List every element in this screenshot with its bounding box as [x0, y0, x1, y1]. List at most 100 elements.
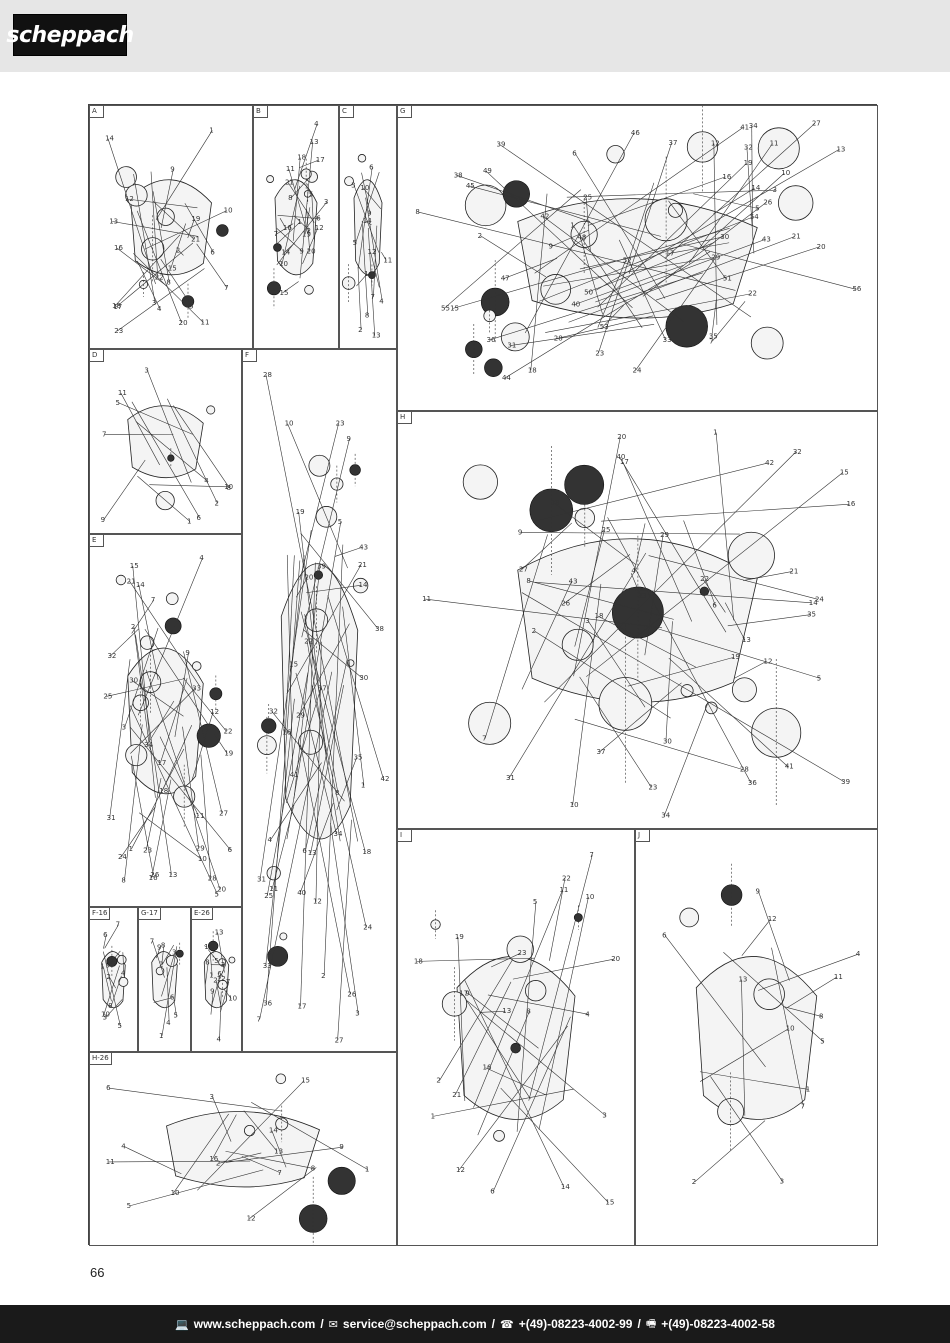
part-callout: 7: [102, 430, 106, 438]
part-callout: 6: [217, 970, 222, 978]
part-callout: 4: [217, 1036, 222, 1044]
header-band: scheppach: [0, 0, 950, 72]
part-callout: 11: [106, 1158, 115, 1166]
leader-line: [357, 167, 373, 269]
part-callout: 3: [172, 948, 176, 956]
leader-line: [209, 952, 213, 976]
leader-line: [489, 272, 703, 341]
leader-line: [711, 299, 717, 337]
leader-line: [284, 555, 295, 733]
leader-line: [545, 293, 752, 333]
part-callout: 52: [623, 256, 632, 264]
part-callout: 19: [191, 215, 200, 223]
part-callout: 9: [465, 989, 469, 997]
component-part: [206, 405, 216, 415]
leader-line: [286, 554, 294, 775]
leader-line: [337, 819, 352, 1041]
leader-line: [132, 680, 184, 717]
leader-line: [129, 705, 218, 895]
part-callout: 49: [483, 167, 492, 175]
leader-line: [490, 952, 521, 968]
leader-line: [292, 157, 301, 241]
part-callout: 31: [507, 342, 516, 350]
component-part: [125, 744, 148, 767]
part-callout: 13: [742, 636, 751, 644]
component-part: [313, 570, 324, 580]
part-callout: 12: [217, 975, 226, 983]
leader-line: [757, 953, 859, 991]
part-callout: 22: [304, 637, 313, 645]
component-part: [727, 531, 775, 579]
leader-line: [327, 595, 384, 780]
component-part: [750, 326, 784, 360]
leader-line: [265, 375, 359, 842]
leader-line: [276, 223, 294, 235]
part-callout: 16: [283, 224, 292, 232]
part-callout: 1: [570, 222, 574, 230]
leader-line: [381, 251, 387, 261]
leader-line: [133, 253, 204, 323]
part-callout: 7: [257, 1015, 261, 1023]
leader-line: [468, 993, 539, 1049]
part-callout: 13: [308, 849, 317, 857]
component-part: [275, 1073, 287, 1085]
panel-label: H-26: [90, 1053, 112, 1065]
part-callout: 1: [364, 270, 368, 278]
part-callout: 3: [351, 182, 355, 190]
leader-line: [587, 242, 715, 293]
leader-line: [521, 592, 845, 783]
part-callout: 19: [302, 230, 311, 238]
component-part: [679, 907, 700, 928]
part-callout: 1: [209, 126, 213, 134]
part-callout: 5: [533, 898, 537, 906]
leader-line: [510, 324, 655, 346]
leader-line: [276, 201, 328, 266]
component-part: [156, 207, 175, 226]
part-callout: 22: [700, 575, 709, 583]
part-callout: 2: [159, 961, 163, 969]
leader-line: [147, 370, 192, 483]
footer-website[interactable]: www.scheppach.com: [193, 1317, 316, 1331]
part-callout: 6: [228, 846, 233, 854]
leader-line: [579, 236, 724, 270]
part-callout: 28: [263, 371, 272, 379]
leader-line: [485, 1067, 547, 1096]
part-callout: 37: [597, 748, 606, 756]
leader-line: [152, 941, 165, 978]
leader-line: [461, 993, 531, 1099]
component-body: [274, 179, 318, 276]
part-callout: 4: [856, 950, 861, 958]
leader-line: [302, 227, 319, 265]
leader-line: [751, 125, 753, 226]
leader-line: [723, 952, 824, 1042]
leader-line: [630, 573, 641, 597]
part-callout: 3: [122, 723, 126, 731]
leader-line: [310, 684, 344, 854]
leader-line: [159, 736, 199, 816]
footer-email[interactable]: service@scheppach.com: [342, 1317, 487, 1331]
panel-label: E-26: [192, 908, 213, 920]
part-callout: 15: [450, 304, 459, 312]
part-callout: 5: [117, 1022, 121, 1030]
leader-line: [191, 711, 214, 782]
part-callout: 18: [112, 302, 121, 310]
part-callout: 7: [589, 851, 593, 859]
component-part: [266, 175, 275, 183]
part-callout: 9: [157, 943, 161, 951]
leader-line: [288, 169, 308, 233]
part-callout: 13: [836, 145, 845, 153]
part-callout: 10: [570, 801, 579, 809]
leader-line: [161, 724, 193, 792]
leader-line: [330, 823, 359, 1014]
component-part: [116, 954, 127, 965]
part-callout: 30: [129, 677, 138, 685]
leader-line: [574, 265, 684, 305]
panel-label: G-17: [139, 908, 161, 920]
parts-drawing: 1234567891011121314151617181920212223242…: [257, 371, 390, 1044]
part-callout: 22: [748, 290, 757, 298]
leader-line: [573, 436, 621, 677]
